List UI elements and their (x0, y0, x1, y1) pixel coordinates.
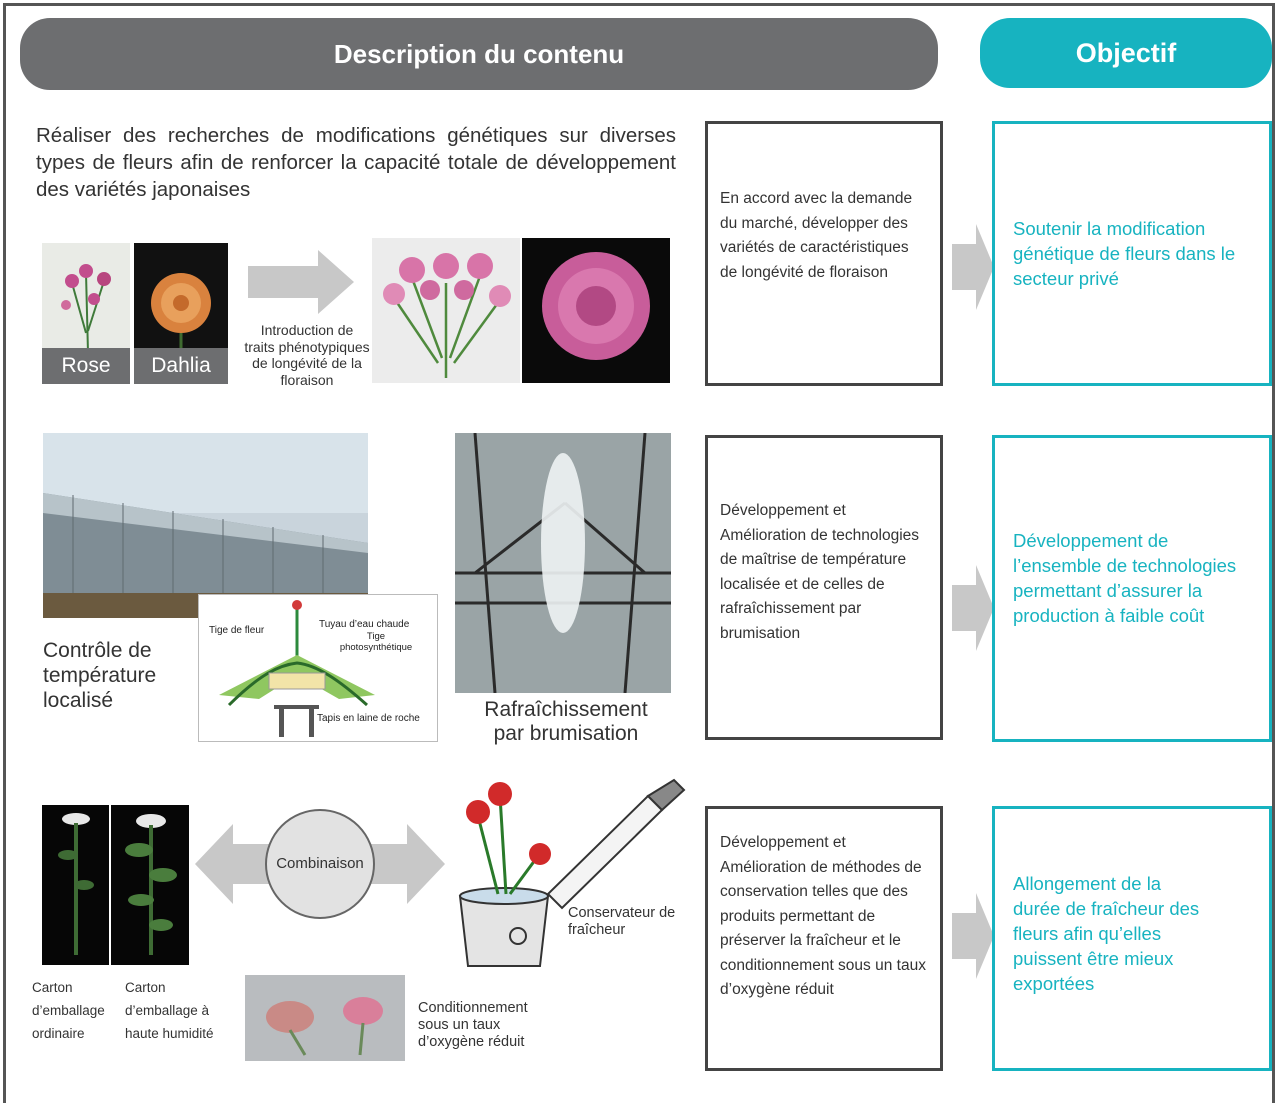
rose-bouquet-illustration (383, 253, 511, 378)
heating-diagram: Tige de fleur Tuyau d’eau chaude Tige ph… (198, 594, 438, 742)
row2-middle-text: Développement et Amélioration de technol… (720, 502, 920, 642)
packaging-illustration (266, 997, 383, 1056)
row2-middle-box: Développement et Amélioration de technol… (705, 435, 943, 740)
right-arrow-icon (248, 250, 354, 314)
row3-objective-box: Allongement de la durée de fraîcheur des… (992, 806, 1272, 1071)
row1-middle-text: En accord avec la demande du marché, dév… (720, 190, 913, 281)
dahlia-result-photo (522, 238, 670, 383)
carton2-photo (111, 805, 189, 965)
bidirectional-arrow-icon (195, 809, 445, 919)
pot-and-dropper-illustration (458, 778, 686, 967)
heating-diagram-drawing (219, 600, 375, 737)
dahlia-illustration (151, 273, 211, 363)
row1-objective-box: Soutenir la modification génétique de fl… (992, 121, 1272, 386)
row2-objective-text: Développement de l’ensemble de technolog… (1013, 530, 1237, 626)
carton1-caption: Carton d’emballage ordinaire (32, 980, 105, 1041)
greenhouse-photo (43, 433, 368, 618)
combination-label: Combinaison (276, 855, 364, 872)
diagram-mat-label: Tapis en laine de roche (317, 713, 420, 724)
rose-label: Rose (42, 348, 130, 384)
mist-illustration (455, 433, 671, 693)
row1-objective-text: Soutenir la modification génétique de fl… (1013, 218, 1236, 289)
row1-middle-box: En accord avec la demande du marché, dév… (705, 121, 943, 386)
header-objective: Objectif (980, 18, 1272, 88)
diagram-pipe-label: Tuyau d’eau chaude (319, 619, 410, 630)
carton1-photo (42, 805, 109, 965)
phenotype-arrow-caption: Introduction de traits phénotypiques de … (244, 322, 370, 388)
mist-caption: Rafraîchissement par brumisation (484, 698, 648, 745)
packaging-photo (245, 975, 405, 1061)
carton1-flower-illustration (58, 813, 94, 955)
temp-control-caption: Contrôle de température localisé (43, 639, 157, 712)
rose-illustration (61, 264, 111, 354)
carton2-flower-illustration (125, 814, 177, 955)
right-arrow-icon (952, 224, 994, 310)
rose-result-photo (372, 238, 520, 383)
row3-middle-box: Développement et Amélioration de méthode… (705, 806, 943, 1071)
greenhouse-illustration (43, 433, 368, 618)
carton2-caption: Carton d’emballage à haute humidité (125, 980, 214, 1041)
packaging-caption: Conditionnement sous un taux d’oxygène r… (418, 1000, 528, 1050)
diagram-photo-label: Tige photosynthétique (339, 631, 413, 653)
row3-middle-text: Développement et Amélioration de méthode… (720, 834, 926, 998)
header-description: Description du contenu (20, 18, 938, 90)
diagram-stem-label: Tige de fleur (209, 625, 265, 636)
mist-photo (455, 433, 671, 693)
preservative-caption: Conservateur de fraîcheur (568, 905, 676, 938)
row3-objective-text: Allongement de la durée de fraîcheur des… (1013, 873, 1200, 994)
dahlia-label: Dahlia (134, 348, 228, 384)
right-arrow-icon (952, 565, 994, 651)
outer-frame (3, 3, 1275, 1103)
right-arrow-icon (952, 893, 994, 979)
intro-text: Réaliser des recherches de modifications… (36, 124, 676, 201)
dahlia-pink-illustration (542, 252, 650, 360)
row2-objective-box: Développement de l’ensemble de technolog… (992, 435, 1272, 742)
